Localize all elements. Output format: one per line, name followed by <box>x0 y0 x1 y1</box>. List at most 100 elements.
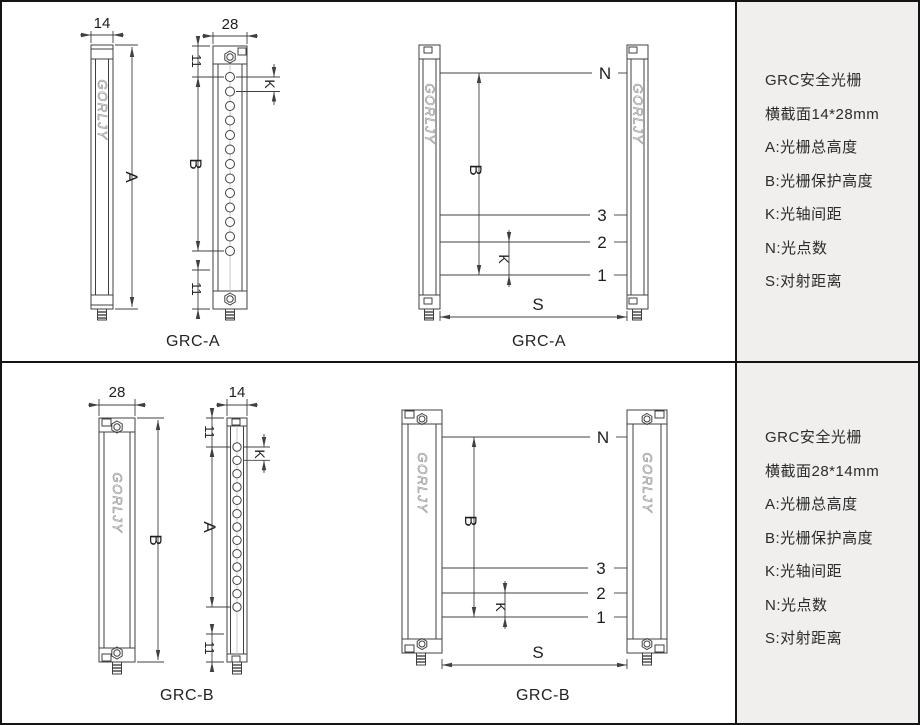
dimension-total-height-a: A <box>115 44 141 310</box>
dimension-protect-height-b: B <box>186 77 205 251</box>
svg-text:K: K <box>496 254 512 264</box>
spec-line-a: A:光栅总高度 <box>765 496 858 513</box>
dimension-bottom-margin-11: 11 <box>202 624 217 672</box>
svg-text:K: K <box>262 79 278 89</box>
hex-nut-top <box>111 420 123 434</box>
mount-tab <box>101 418 112 427</box>
spec-line-k: K:光轴间距 <box>765 563 843 580</box>
spec-line-title: GRC安全光栅 <box>765 72 862 89</box>
dimension-span-s: S <box>439 295 628 321</box>
spec-line-s: S:对射距离 <box>765 630 843 647</box>
dimension-protect-height-b: B <box>137 417 165 663</box>
dimension-width-28: 28 <box>202 16 258 44</box>
dimension-top-margin-11: 11 <box>189 36 204 87</box>
svg-text:14: 14 <box>229 384 246 401</box>
spec-text: GRC安全光栅 横截面28*14mm A:光栅总高度 B:光栅保护高度 K:光轴… <box>737 363 918 656</box>
svg-text:S: S <box>532 295 543 314</box>
svg-text:B: B <box>146 534 165 545</box>
beam-holes <box>225 72 235 256</box>
svg-text:14: 14 <box>94 15 111 32</box>
svg-text:28: 28 <box>109 384 126 401</box>
brand-logo: GORLJY <box>95 79 110 140</box>
spec-line-k: K:光轴间距 <box>765 206 843 223</box>
drawings-grc-b: GORLJY 28 <box>2 363 735 723</box>
brand-logo: GORLJY <box>423 83 438 144</box>
hex-nut-bottom <box>224 292 236 306</box>
dimension-width-14: 14 <box>216 384 258 416</box>
caption-grc-a-left: GRC-A <box>166 333 220 350</box>
dimension-top-margin-11: 11 <box>202 408 217 457</box>
hex-nut-top <box>641 412 653 426</box>
svg-text:N: N <box>597 428 609 447</box>
dimension-width-14: 14 <box>80 15 124 43</box>
mount-tab <box>237 47 247 56</box>
mounting-stud <box>642 652 652 666</box>
dimension-bottom-margin-11: 11 <box>189 260 204 319</box>
svg-text:B: B <box>461 515 480 526</box>
hex-nut-top <box>224 50 236 64</box>
technical-drawing-grc-b: GORLJY 28 <box>88 384 668 704</box>
hex-nut-bottom <box>641 637 653 651</box>
brand-logo: GORLJY <box>640 452 655 513</box>
spec-line-section: 横截面28*14mm <box>765 462 880 480</box>
dimension-protect-height-b: B <box>461 437 480 617</box>
spec-line-n: N:光点数 <box>765 596 828 614</box>
figure-front-view-a: GORLJY 14 <box>80 15 141 321</box>
svg-text:3: 3 <box>597 206 606 225</box>
row-grc-b: GORLJY 28 <box>2 363 918 723</box>
svg-text:28: 28 <box>222 16 239 33</box>
svg-text:3: 3 <box>596 559 605 578</box>
caption-grc-a-pair: GRC-A <box>512 333 566 350</box>
spec-line-section: 横截面14*28mm <box>765 105 880 123</box>
figure-pair-a: GORLJY GORLJY <box>418 44 649 321</box>
spec-line-b: B:光栅保护高度 <box>765 172 874 190</box>
svg-text:B: B <box>186 158 205 169</box>
spec-line-title: GRC安全光栅 <box>765 429 862 446</box>
hex-nut-top <box>416 412 428 426</box>
brand-logo: GORLJY <box>415 452 430 513</box>
mounting-stud <box>232 661 242 675</box>
spec-panel-grc-a: GRC安全光栅 横截面14*28mm A:光栅总高度 B:光栅保护高度 K:光轴… <box>735 2 918 361</box>
svg-text:11: 11 <box>202 641 217 655</box>
mounting-stud <box>632 308 642 321</box>
dimension-protect-height-b: B <box>466 73 485 275</box>
svg-text:S: S <box>532 643 543 662</box>
mount-tab <box>231 655 241 663</box>
svg-text:2: 2 <box>597 233 606 252</box>
svg-text:A: A <box>122 171 141 183</box>
mounting-stud <box>112 661 122 675</box>
mounting-stud <box>225 308 235 321</box>
mounting-stud <box>416 652 426 666</box>
dimension-pitch-k: K <box>236 64 280 105</box>
hex-nut-bottom <box>111 646 123 660</box>
svg-text:1: 1 <box>597 266 606 285</box>
figure-pair-b: GORLJY <box>401 409 668 669</box>
spec-line-s: S:对射距离 <box>765 273 843 290</box>
mount-tab <box>231 418 241 426</box>
figure-side-view-b: 14 11 <box>200 384 270 675</box>
spec-line-b: B:光栅保护高度 <box>765 529 874 547</box>
beam-holes <box>232 442 242 612</box>
dimension-pitch-k: K <box>493 581 509 629</box>
row-grc-a: GORLJY 14 <box>2 2 918 363</box>
spec-line-a: A:光栅总高度 <box>765 139 858 156</box>
hex-nut-bottom <box>416 637 428 651</box>
svg-text:11: 11 <box>189 282 204 296</box>
figure-front-view-b: GORLJY 28 <box>88 384 165 675</box>
dimension-width-28: 28 <box>88 384 146 416</box>
spec-line-n: N:光点数 <box>765 239 828 257</box>
brand-logo: GORLJY <box>110 472 125 533</box>
mount-tab <box>101 653 112 662</box>
brand-logo: GORLJY <box>631 83 646 144</box>
spec-panel-grc-b: GRC安全光栅 横截面28*14mm A:光栅总高度 B:光栅保护高度 K:光轴… <box>735 363 918 723</box>
mounting-stud <box>97 308 107 321</box>
svg-text:11: 11 <box>202 425 217 439</box>
svg-text:N: N <box>599 64 611 83</box>
spec-text: GRC安全光栅 横截面14*28mm A:光栅总高度 B:光栅保护高度 K:光轴… <box>737 2 918 299</box>
dimension-total-height-a: A <box>200 447 219 607</box>
technical-drawing-grc-a: GORLJY 14 <box>80 15 649 350</box>
mounting-stud <box>424 308 434 321</box>
dimension-pitch-k: K <box>496 230 512 287</box>
svg-text:1: 1 <box>596 608 605 627</box>
